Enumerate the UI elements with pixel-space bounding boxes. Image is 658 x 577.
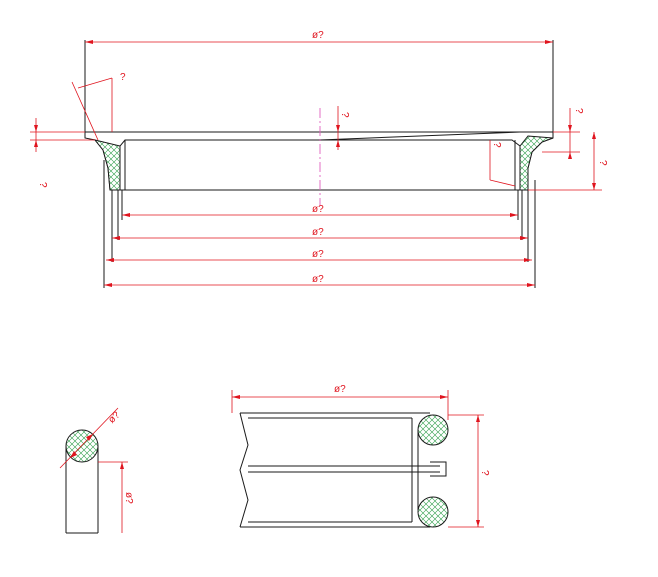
left-lip-section [93,139,121,191]
diameter-dims: ø? ø? ø? ø? [104,204,535,287]
left-offset-label: ? [37,182,48,188]
diameter-label-2: ø? [312,227,324,238]
cord-diameter-label: ø? [106,409,122,425]
ring-body-outline [239,412,430,528]
diameter-label-3: ø? [312,249,324,260]
lip-angle-leader [71,81,99,141]
inner-step-leader [489,179,516,187]
ring-cord-top [417,414,449,446]
diameter-label-1: ø? [312,204,324,215]
center-height-label: ? [339,112,350,118]
main-section-view: ø? ? ? ? ? ? ? [30,30,608,288]
seal-outline [84,131,554,191]
ring-height-label: ? [479,470,490,476]
top-diameter-label: ø? [312,30,324,41]
cord-section-view: ø? ø? [59,407,134,534]
ring-lip-notch [430,461,447,477]
right-top-label: ? [573,108,584,114]
right-height-label: ? [597,160,608,166]
right-lip-section [519,135,554,191]
ring-diameter-label: ø? [334,384,346,395]
inner-step-label: ? [491,142,502,148]
diameter-label-4: ø? [312,274,324,285]
cord-height-label: ø? [123,492,134,504]
lip-angle-label: ? [120,72,126,83]
taper-line [319,131,521,141]
lip-angle-arc [77,77,113,89]
ring-view: ø? ? [231,384,490,528]
ring-cord-bottom [417,496,449,528]
